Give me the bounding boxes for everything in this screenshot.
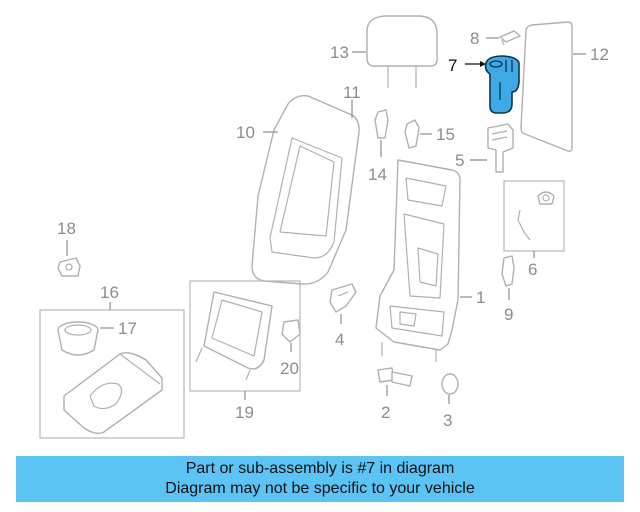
callout-8[interactable]: 8	[470, 29, 479, 48]
callout-9[interactable]: 9	[504, 305, 513, 324]
part-6-hook[interactable]	[517, 191, 555, 241]
callout-15[interactable]: 15	[436, 125, 455, 144]
part-1-seat-frame[interactable]	[375, 159, 461, 362]
part-18-clip[interactable]	[57, 257, 81, 277]
parts-diagram: 12 13 8 7 5 11 10 14	[39, 15, 609, 439]
callout-20[interactable]: 20	[280, 359, 299, 378]
callout-4[interactable]: 4	[335, 330, 344, 349]
part-17-cup-holder[interactable]	[57, 321, 99, 356]
arrow-7	[480, 61, 486, 67]
part-5-latch[interactable]	[487, 123, 514, 173]
caption-line-1: Part or sub-assembly is #7 in diagram	[185, 460, 455, 477]
part-12-back-panel[interactable]	[520, 21, 573, 152]
part-15-guide[interactable]	[404, 119, 420, 149]
part-19-frame[interactable]	[195, 291, 273, 381]
callout-2[interactable]: 2	[381, 403, 390, 422]
part-2-bolt[interactable]	[377, 367, 413, 387]
part-16-box	[39, 309, 185, 439]
part-7-bracket-highlighted[interactable]	[484, 55, 520, 114]
callout-17[interactable]: 17	[118, 319, 137, 338]
caption-line-2: Diagram may not be specific to your vehi…	[165, 480, 475, 497]
callout-12[interactable]: 12	[590, 45, 609, 64]
callout-10[interactable]: 10	[236, 123, 255, 142]
part-11-seat-back-cover[interactable]	[251, 94, 360, 285]
callout-19[interactable]: 19	[235, 403, 254, 422]
callout-3[interactable]: 3	[443, 411, 452, 430]
callout-5[interactable]: 5	[455, 151, 464, 170]
part-4-hook[interactable]	[329, 283, 357, 313]
callout-6[interactable]: 6	[528, 260, 537, 279]
part-8-clip[interactable]	[499, 30, 521, 46]
part-13-headrest[interactable]	[366, 15, 438, 88]
callout-16[interactable]: 16	[100, 283, 119, 302]
part-16-armrest[interactable]	[63, 352, 163, 435]
callout-14[interactable]: 14	[368, 165, 387, 184]
part-9-small-bracket[interactable]	[501, 255, 515, 287]
callout-18[interactable]: 18	[57, 219, 76, 238]
callout-1[interactable]: 1	[476, 288, 485, 307]
part-14-guide[interactable]	[374, 109, 389, 139]
callout-11[interactable]: 11	[343, 83, 361, 102]
part-20-block[interactable]	[281, 319, 301, 343]
part-3-ring[interactable]	[441, 373, 459, 395]
caption-banner: Part or sub-assembly is #7 in diagram Di…	[16, 456, 624, 502]
part-6-box	[503, 180, 565, 252]
callout-7[interactable]: 7	[448, 56, 457, 75]
callout-13[interactable]: 13	[330, 43, 349, 62]
